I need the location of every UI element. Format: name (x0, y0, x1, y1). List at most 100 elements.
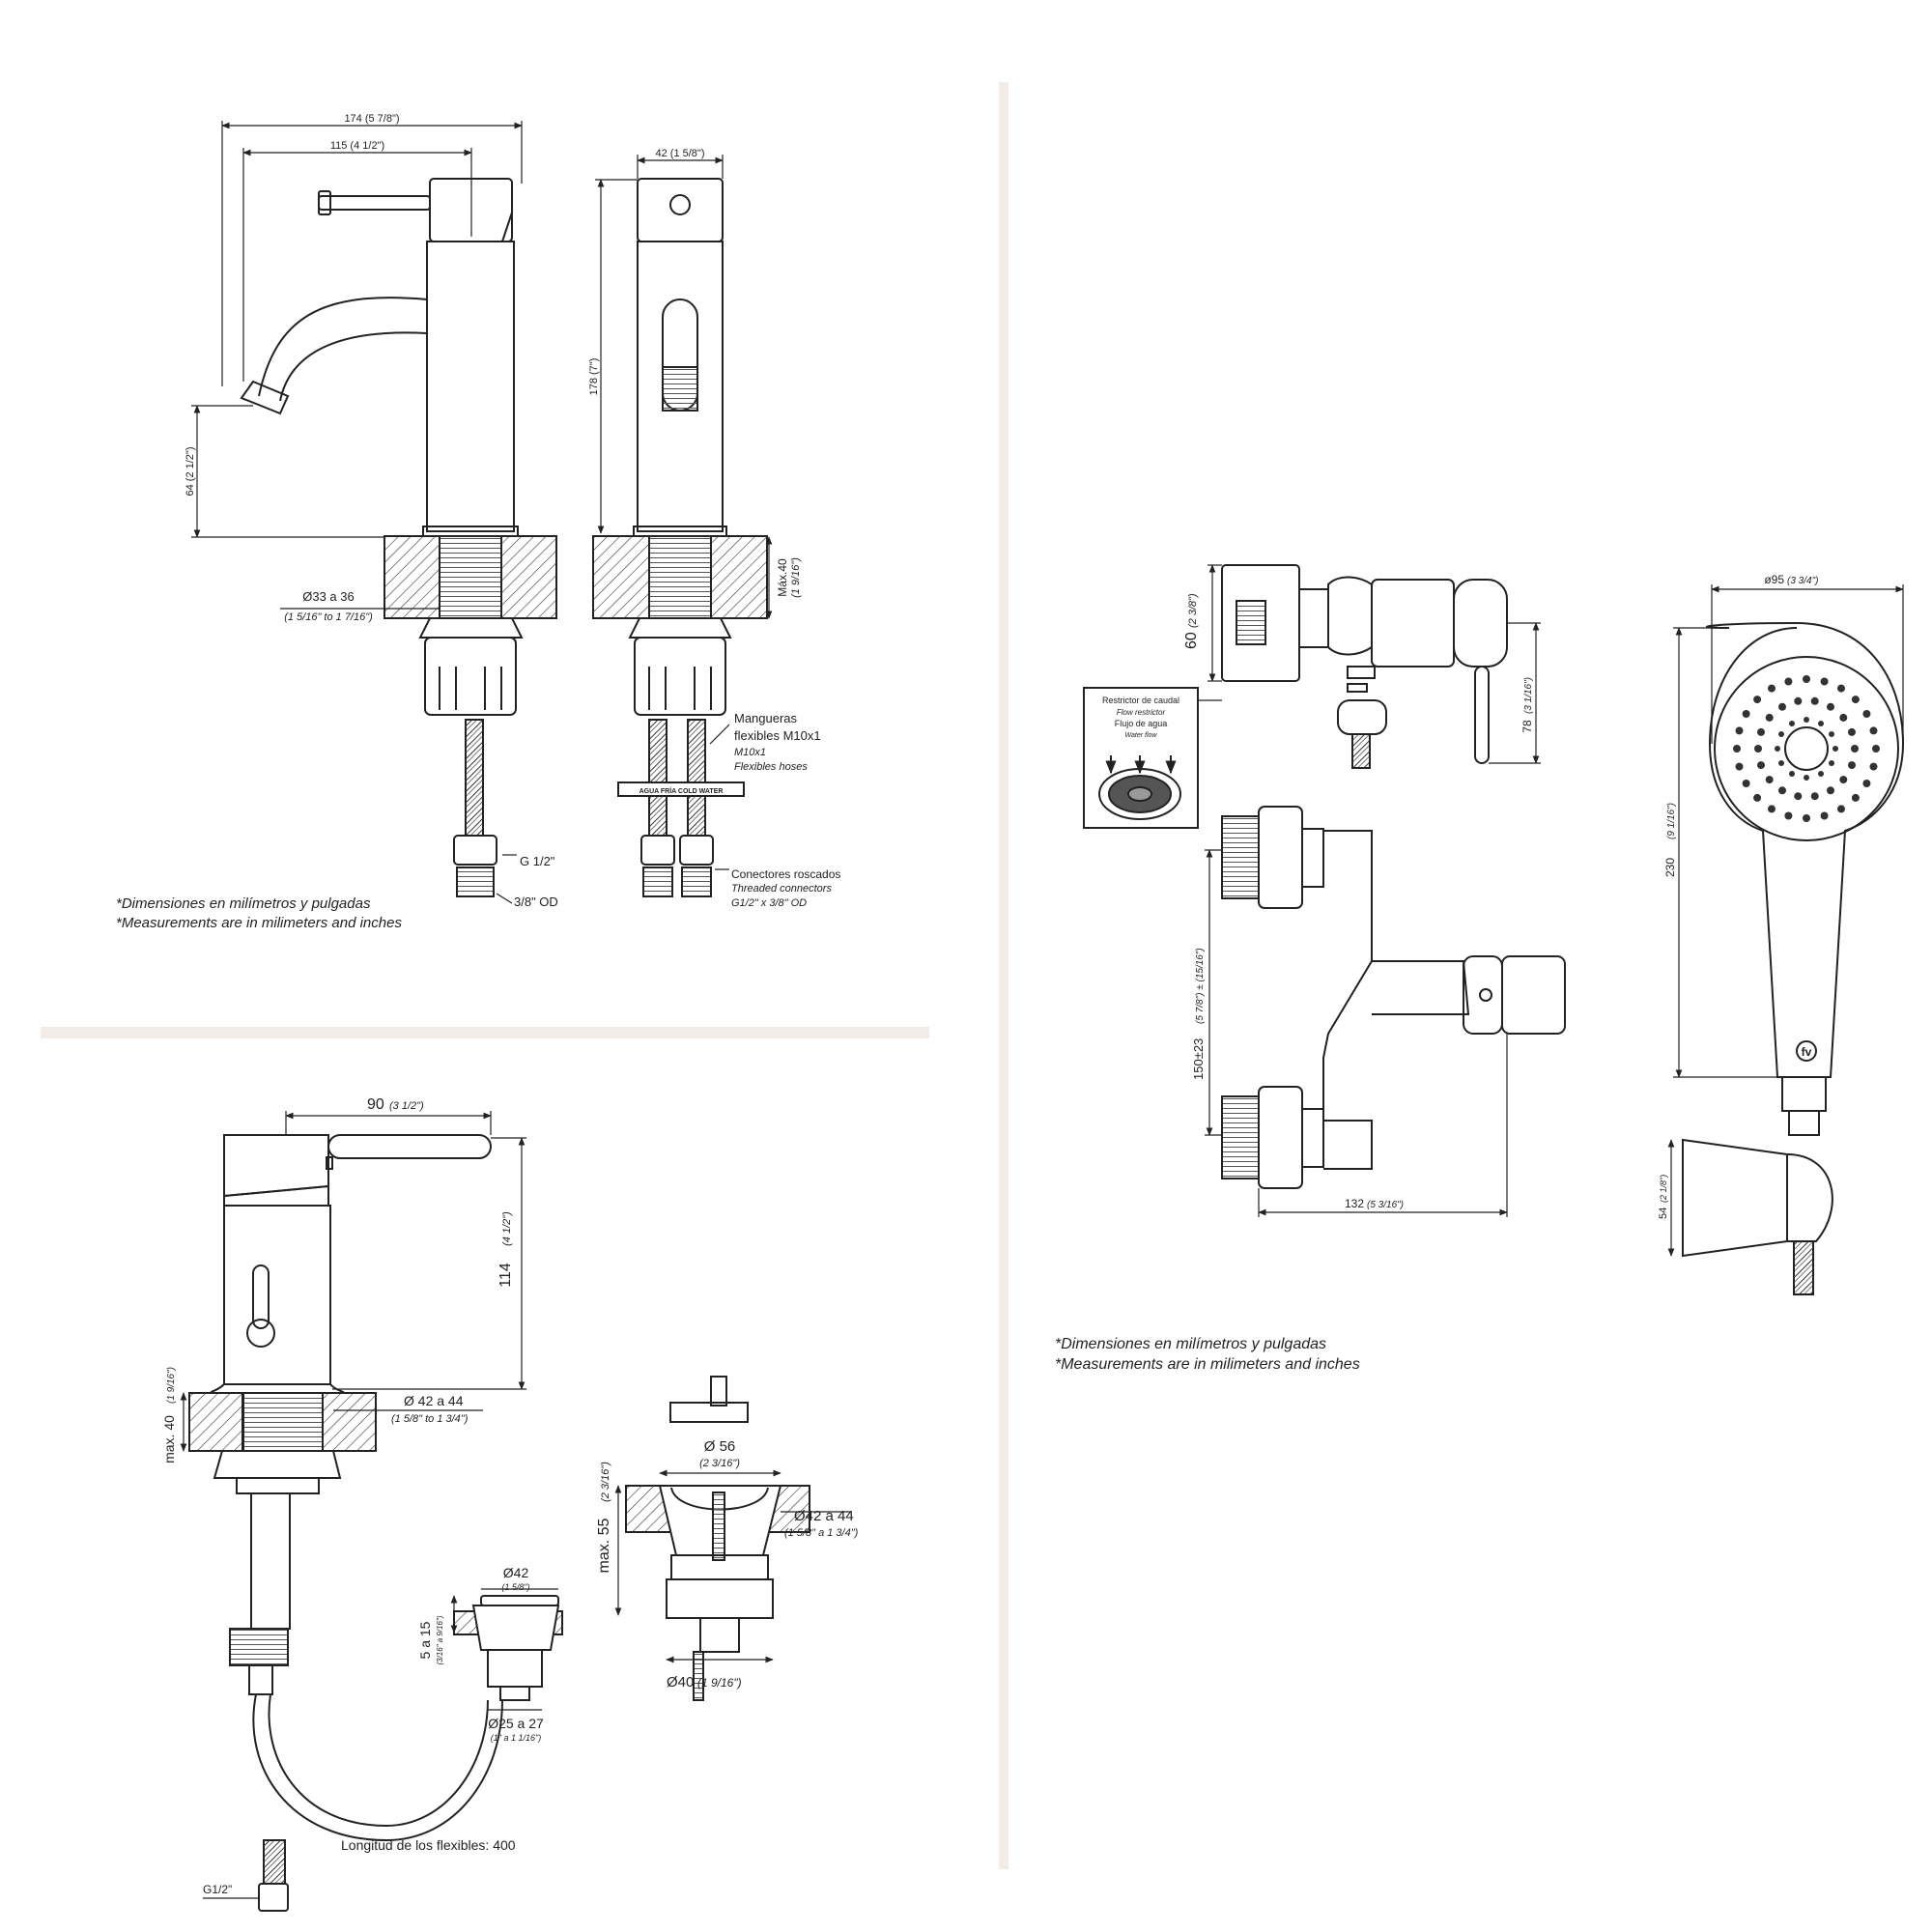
spray-nozzle (1778, 731, 1784, 737)
hand-shower-drawing (1667, 584, 1905, 1295)
dim-spout-height: 64 (2 1/2") (185, 447, 196, 497)
spray-nozzle (1733, 745, 1741, 753)
dim-height: 178 (7") (588, 358, 600, 396)
waste-bottom: Ø40 (667, 1674, 694, 1690)
bidet-dim-height-in: (4 1/2") (501, 1211, 513, 1246)
spray-nozzle (1869, 762, 1878, 771)
spray-nozzle (1851, 745, 1859, 753)
spray-nozzle (1778, 760, 1784, 766)
shower-mixer-dimension-lines (1205, 564, 1541, 1217)
shower-dim-centers-in: (5 7/8") ± (15/16") (1195, 948, 1206, 1024)
spray-nozzle (1848, 727, 1856, 736)
bidet-dim-hole-in: (1 5/8" to 1 3/4") (391, 1413, 469, 1425)
spray-nozzle (1827, 702, 1834, 711)
hoses-label-3: M10x1 (734, 747, 766, 758)
hand-shower-dimension-lines (1667, 584, 1904, 1257)
spray-nozzle (1778, 702, 1786, 711)
spray-nozzle (1839, 713, 1848, 722)
dim-total-width: 174 (5 7/8") (344, 113, 399, 125)
waste-hole-in: (1 5/8" a 1 3/4") (784, 1527, 859, 1539)
basin-note-1: *Dimensiones en milímetros y pulgadas (116, 895, 371, 912)
dim-thread: G 1/2" (520, 854, 555, 868)
spray-nozzle (1839, 776, 1848, 784)
restrictor-label-2: Flow restrictor (1117, 708, 1166, 717)
spray-nozzle (1862, 780, 1871, 787)
spray-nozzle (1829, 731, 1834, 737)
spray-nozzle (1810, 792, 1819, 801)
dim-hole-diameter-in: (1 5/16" to 1 7/16") (284, 611, 373, 623)
bidet-dimension-lines (180, 1111, 850, 1899)
basin-mixer-drawing (191, 121, 773, 904)
hand-shower-dim-diameter-in: (3 3/4") (1787, 576, 1818, 586)
bidet-dim-hole: Ø 42 a 44 (404, 1393, 464, 1408)
shower-note-2: *Measurements are in milimeters and inch… (1055, 1355, 1360, 1373)
shower-dim-depth-in: (2 3/8") (1187, 593, 1199, 628)
hose-tag: AGUA FRÍA COLD WATER (639, 786, 724, 795)
spray-nozzle (1848, 761, 1856, 770)
spray-nozzle (1829, 760, 1834, 766)
hand-shower-dim-holder-in: (2 1/8") (1659, 1175, 1668, 1203)
hand-shower-labels: ø95 (3 3/4") 230 (9 1/16") 54 (2 1/8") f… (1658, 573, 1818, 1219)
bidet-mixer-drawing (180, 1111, 850, 1912)
spray-nozzle (1765, 776, 1774, 784)
aerator-dim-in: (1 5/8") (501, 1582, 529, 1592)
hand-shower-dim-length-in: (9 1/16") (1666, 803, 1677, 839)
waste-max: max. 55 (596, 1518, 612, 1573)
aerator-hole: Ø25 a 27 (488, 1716, 544, 1731)
spray-nozzle (1753, 696, 1762, 704)
spray-nozzle (1820, 677, 1829, 686)
spray-nozzle (1768, 805, 1776, 813)
restrictor-label-1: Restrictor de caudal (1102, 696, 1179, 705)
spray-nozzle (1804, 717, 1809, 723)
hoses-label-4: Flexibles hoses (734, 761, 808, 773)
spray-nozzle (1804, 775, 1809, 781)
waste-top-in: (2 3/16") (699, 1458, 740, 1469)
basin-mixer-front-view (592, 178, 768, 897)
aerator-range-in: (3/16" a 9/16") (436, 1615, 444, 1664)
spray-nozzle (1754, 745, 1762, 753)
spray-nozzle (1851, 793, 1860, 802)
connectors-label-2: Threaded connectors (731, 883, 832, 895)
dim-hole-diameter: Ø33 a 36 (302, 589, 355, 604)
shower-dim-handle-drop: 78 (1520, 720, 1534, 733)
basin-mixer-side-view (240, 178, 557, 897)
restrictor-label-4: Water flow (1125, 732, 1158, 739)
hose-length: Longitud de los flexibles: 400 (341, 1837, 516, 1853)
bidet-dim-max-deck-in: (1 9/16") (166, 1367, 177, 1404)
bidet-waste (625, 1376, 810, 1701)
shower-mixer-top-view (1221, 564, 1508, 769)
connectors-label-1: Conectores roscados (731, 867, 840, 881)
restrictor-label-3: Flujo de agua (1115, 719, 1168, 728)
aerator-range: 5 a 15 (417, 1621, 433, 1659)
spray-nozzle (1810, 696, 1819, 705)
dim-od: 3/8" OD (514, 895, 558, 909)
waste-top: Ø 56 (704, 1438, 736, 1455)
dim-body-width: 42 (1 5/8") (656, 148, 705, 159)
shower-dim-depth: 60 (1183, 632, 1200, 649)
bidet-dim-handle: 90 (367, 1096, 384, 1113)
aerator-hole-in: (1" a 1 1/16") (491, 1733, 541, 1743)
spray-nozzle (1735, 762, 1744, 771)
spray-nozzle (1862, 710, 1871, 718)
spray-nozzle (1757, 727, 1765, 736)
spray-nozzle (1789, 721, 1795, 726)
bidet-dim-handle-in: (3 1/2") (389, 1100, 424, 1112)
spray-nozzle (1794, 792, 1803, 801)
spray-nozzle (1851, 696, 1860, 704)
spray-nozzle (1753, 793, 1762, 802)
spray-nozzle (1742, 780, 1750, 787)
shower-mixer-drawing (1083, 564, 1566, 1217)
spray-nozzle (1869, 726, 1878, 735)
fv-logo: fv (1802, 1045, 1812, 1059)
spray-nozzle (1820, 811, 1829, 820)
basin-mixer-dimension-lines (191, 121, 773, 904)
spray-nozzle (1818, 771, 1824, 777)
spray-nozzles (1733, 675, 1880, 822)
shower-dim-width-in: (5 3/16") (1367, 1200, 1404, 1210)
spray-nozzle (1775, 746, 1780, 752)
spray-nozzle (1742, 710, 1750, 718)
spray-nozzle (1837, 805, 1845, 813)
dim-max-deck: Máx.40 (776, 558, 789, 597)
bidet-aerator (453, 1595, 563, 1701)
spray-nozzle (1784, 811, 1793, 820)
